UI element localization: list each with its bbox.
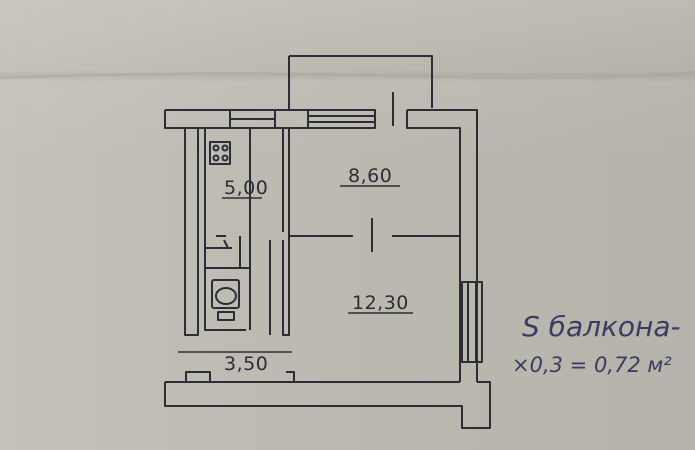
toilet-icon: [211, 279, 240, 309]
balcony-note-line1: S балкона-: [522, 310, 681, 343]
walls: [164, 55, 491, 429]
paper-fold: [0, 71, 695, 80]
room-upper-area-label: 8,60: [348, 165, 392, 187]
window-3: [461, 281, 483, 363]
right-wall-inner: [406, 110, 461, 236]
top-wall-mid: [275, 109, 309, 129]
right-wall-outer: [407, 109, 478, 382]
kitchen-wall: [204, 128, 246, 331]
balcony-note-line2: ×0,3 = 0,72 м²: [512, 353, 672, 377]
width-dimension-label: 3,50: [224, 353, 268, 375]
top-wall-left: [164, 110, 230, 129]
kitchen-area-label: 5,00: [224, 177, 268, 199]
left-wall: [184, 128, 199, 336]
window-2: [307, 109, 376, 129]
room-lower-area-label: 12,30: [352, 292, 409, 314]
balcony-outline: [289, 55, 433, 108]
stove-icon: [209, 141, 231, 165]
bottom-notch: [185, 371, 211, 382]
